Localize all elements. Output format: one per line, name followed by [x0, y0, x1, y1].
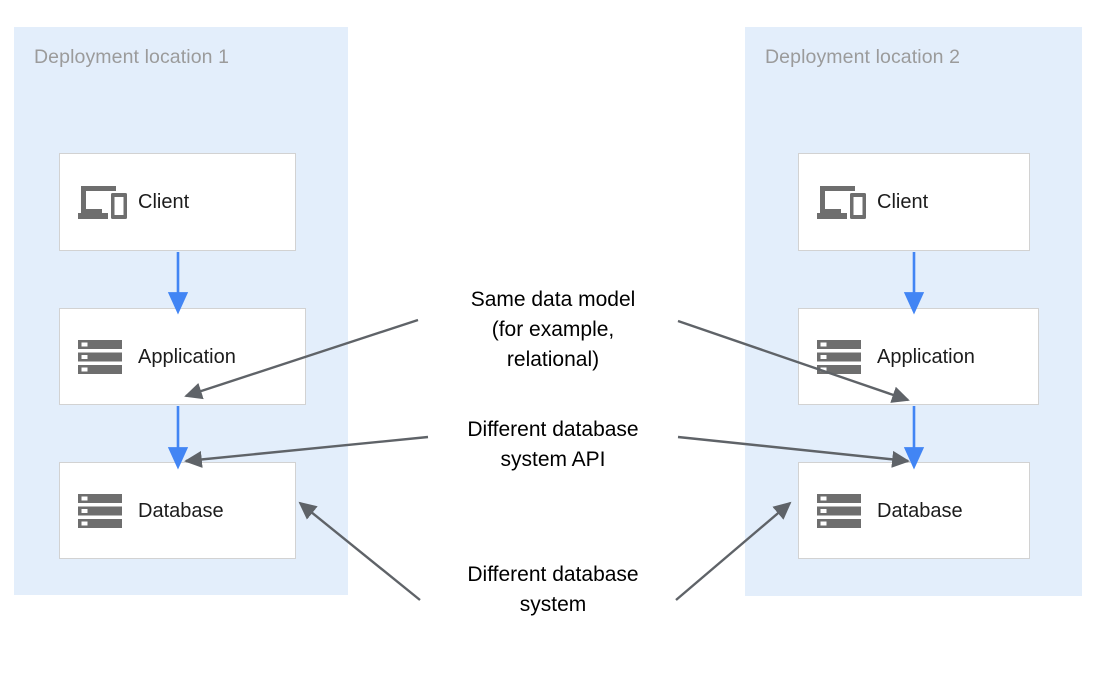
node-application-location-1[interactable]: Application — [59, 308, 306, 405]
devices-icon — [76, 182, 132, 222]
devices-icon — [815, 182, 871, 222]
server-icon — [76, 337, 132, 377]
node-application-location-2[interactable]: Application — [798, 308, 1039, 405]
zone-2-title: Deployment location 2 — [765, 46, 961, 68]
node-label: Client — [138, 191, 190, 213]
server-icon — [815, 337, 871, 377]
server-icon — [815, 491, 871, 531]
node-label: Database — [138, 499, 224, 522]
node-database-location-2[interactable]: Database — [798, 462, 1030, 559]
node-database-location-1[interactable]: Database — [59, 462, 296, 559]
node-label: Application — [877, 345, 975, 368]
node-label: Database — [877, 499, 963, 522]
node-client-location-1[interactable]: Client — [59, 153, 296, 251]
node-client-location-2[interactable]: Client — [798, 153, 1030, 251]
annotation-different-database-system: Different database system — [467, 563, 639, 616]
zone-1-title: Deployment location 1 — [34, 46, 230, 68]
node-label: Client — [877, 191, 929, 213]
node-label: Application — [138, 345, 236, 368]
server-icon — [76, 491, 132, 531]
annotation-same-data-model: Same data model (for example, relational… — [470, 288, 636, 371]
annotation-different-database-system-api: Different database system API — [467, 418, 639, 471]
